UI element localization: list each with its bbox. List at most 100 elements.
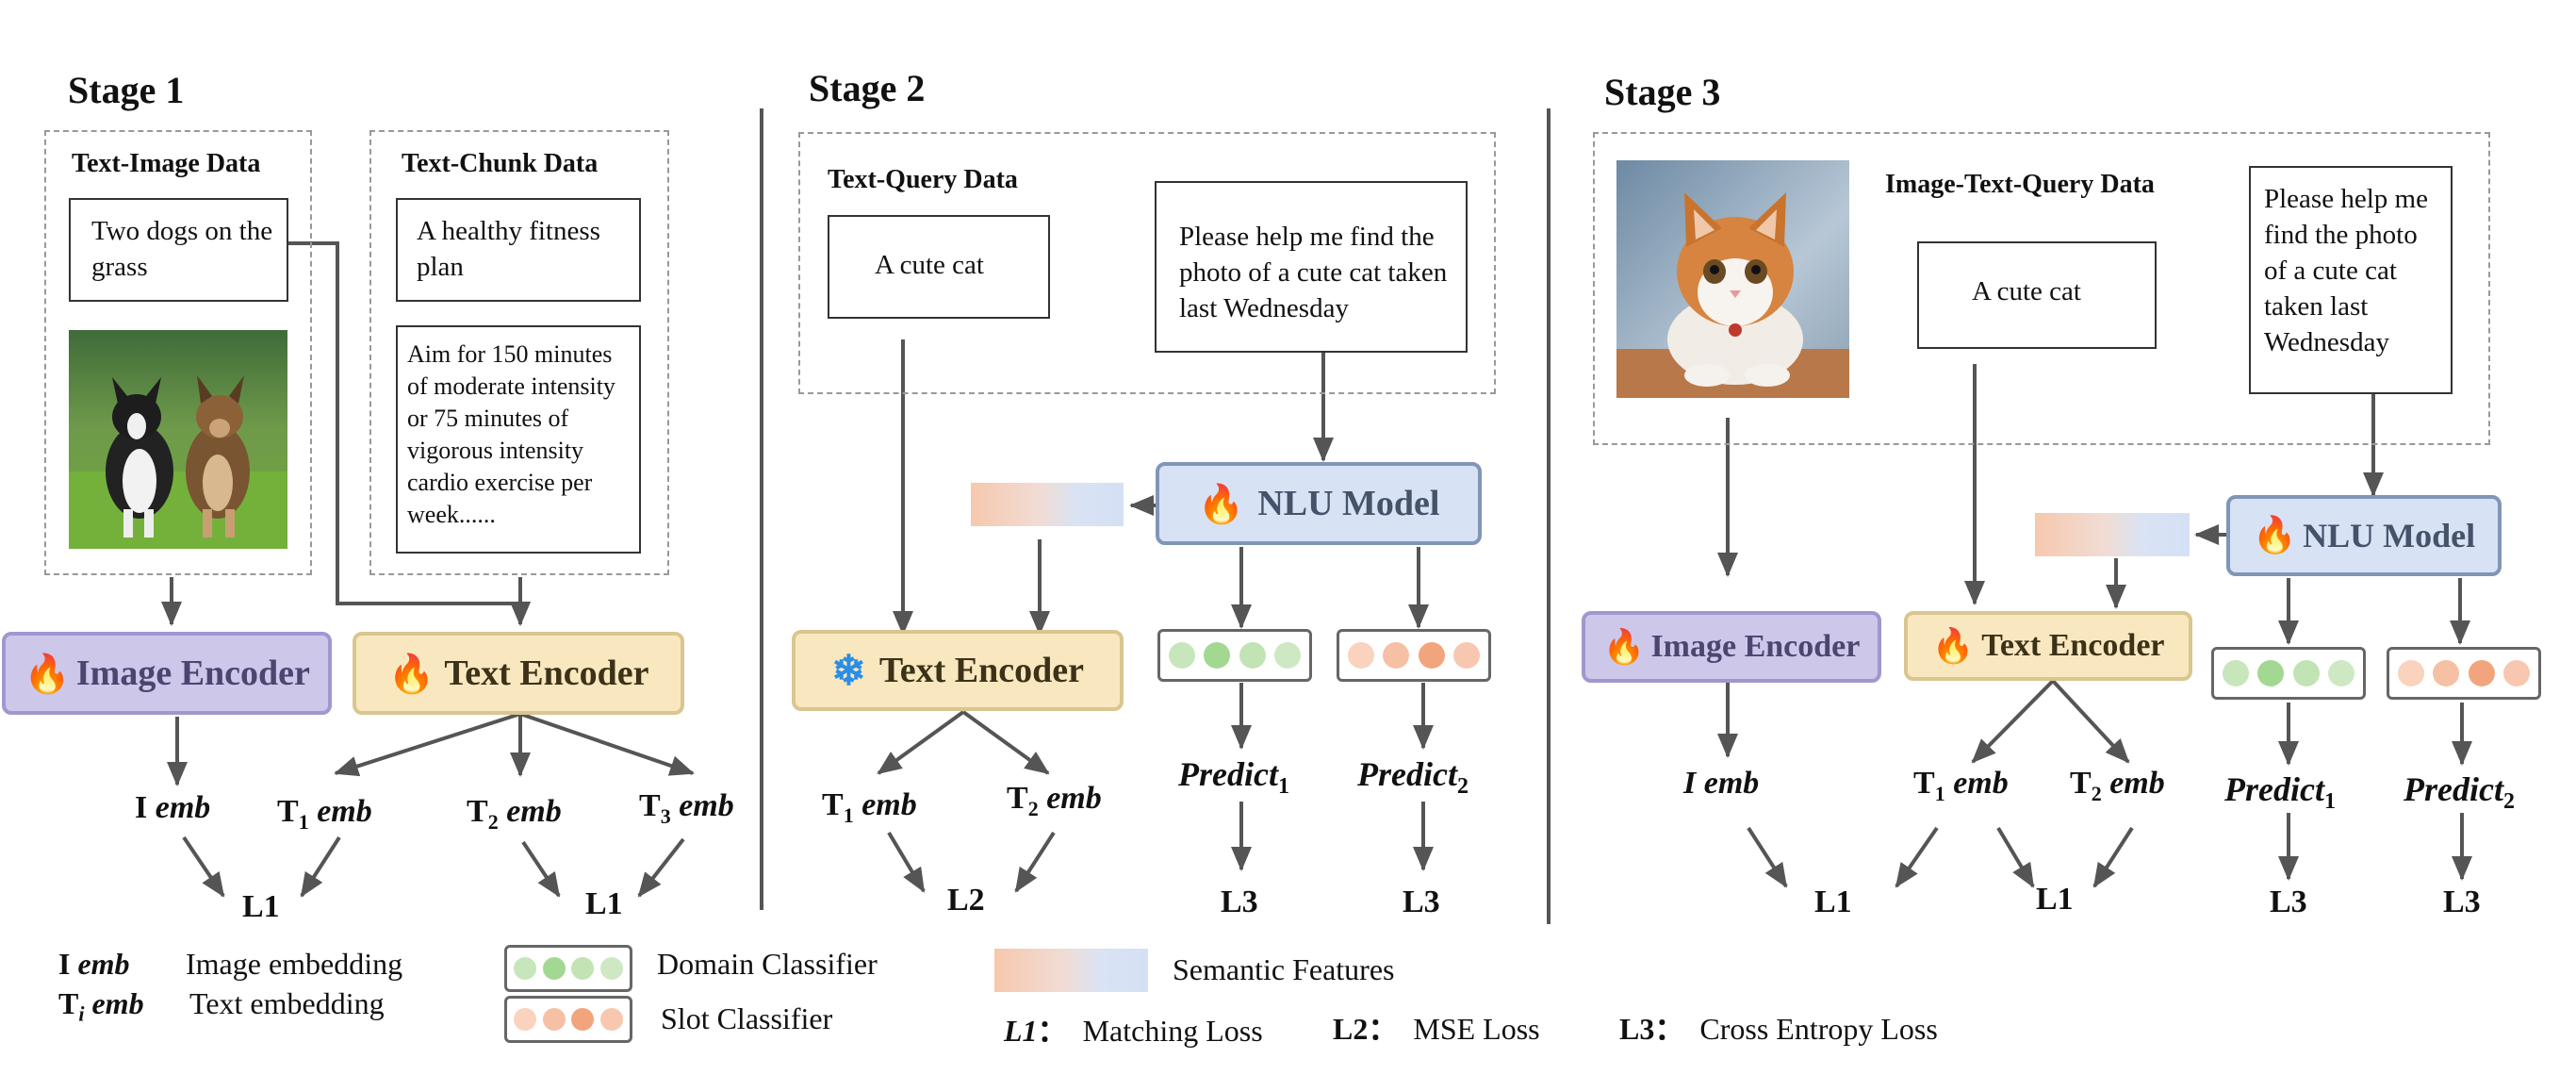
l3-loss-c: L3 (2270, 885, 2307, 919)
text-image-data-group (44, 130, 312, 575)
slot-dot (1348, 642, 1375, 669)
slot-dot (2502, 660, 2530, 686)
predict2-label-stage2: Predict2 (1357, 755, 1468, 800)
arrow-t1-to-l1-3 (1895, 826, 1939, 888)
arrow-txt-enc-to-t1 (334, 712, 521, 777)
image-encoder-stage1: 🔥 Image Encoder (2, 632, 332, 715)
legend-i-emb-key: I emb (58, 947, 130, 981)
arrow-enc-to-t2 (961, 710, 1050, 775)
arrow-t2-to-l1-3 (2092, 826, 2134, 888)
nlu-model-label: NLU Model (1257, 484, 1440, 523)
caption-text: Two dogs on the grass (91, 216, 273, 282)
chunk-title-box: A healthy fitness plan (396, 198, 641, 302)
text-encoder-label: Text Encoder (444, 653, 649, 693)
domain-dot (1239, 642, 1266, 669)
t1-emb-label-stage2: T1 emb (822, 787, 917, 827)
legend-l2: L2： MSE Loss (1333, 1012, 1540, 1046)
caption-box: Two dogs on the grass (69, 198, 288, 302)
arrow-t2-to-l2 (1014, 831, 1056, 893)
predict1-label-stage3: Predict1 (2224, 770, 2336, 815)
legend-semantic-features: Semantic Features (1173, 952, 1395, 986)
arrow-enc-to-t2-3 (2051, 679, 2130, 764)
nlu-model-stage3: 🔥 NLU Model (2226, 495, 2502, 576)
legend-domain-classifier-swatch (504, 945, 632, 992)
t2-emb-label-stage3: T2 emb (2070, 766, 2165, 805)
l3-loss-d: L3 (2443, 885, 2481, 919)
nlu-model-stage2: 🔥 NLU Model (1156, 462, 1482, 545)
query-short-box-3: A cute cat (1917, 241, 2157, 349)
t1-emb-label: T1 emb (277, 794, 372, 834)
arrow-enc-to-t1-3 (1971, 679, 2055, 764)
l3-loss-a: L3 (1221, 885, 1258, 919)
i-emb-label-stage3: I emb (1683, 766, 1760, 801)
arrow-t1-to-l2 (887, 831, 926, 893)
query-long-text: Please help me find the photo of a cute … (1179, 222, 1448, 323)
snowflake-icon: ❄ (831, 647, 866, 694)
legend-l1: L1： Matching Loss (1004, 1014, 1263, 1048)
text-image-data-title: Text-Image Data (72, 149, 261, 178)
slot-dot (1452, 642, 1480, 669)
legend-semantic-swatch (994, 949, 1148, 992)
slot-dot (600, 1008, 624, 1031)
chunk-body-box: Aim for 150 minutes of moderate intensit… (396, 325, 641, 554)
text-encoder-label: Text Encoder (878, 651, 1084, 690)
domain-dot (1169, 642, 1196, 669)
stage2-title: Stage 2 (809, 67, 926, 109)
chunk-body-text: Aim for 150 minutes of moderate intensit… (407, 340, 615, 528)
fire-icon: 🔥 (24, 652, 71, 695)
arrow-enc-to-t1 (877, 710, 965, 775)
arrow-t2emb-to-l1 (521, 840, 561, 898)
t2-emb-label: T2 emb (467, 794, 562, 834)
slot-dot (1418, 642, 1445, 669)
fire-icon: 🔥 (2252, 516, 2298, 555)
semantic-features-stage2 (971, 483, 1124, 526)
fire-icon: 🔥 (1197, 482, 1245, 525)
l1-loss-a: L1 (242, 889, 280, 924)
l1-loss-b: L1 (585, 886, 623, 921)
slot-dot (2433, 660, 2460, 686)
domain-dot (1273, 642, 1301, 669)
nlu-model-label: NLU Model (2303, 517, 2476, 554)
l1-loss-c: L1 (1814, 885, 1852, 919)
image-encoder-label: Image Encoder (1650, 629, 1861, 664)
legend-t-emb-key: Ti emb (58, 986, 144, 1026)
arrow-t1b-to-l1-3 (1996, 826, 2035, 888)
slot-dot (513, 1008, 536, 1031)
domain-dot (513, 957, 536, 980)
slot-dot (2398, 660, 2425, 686)
t3-emb-label: T3 emb (639, 788, 734, 828)
slot-dot (1383, 642, 1410, 669)
cat-photo (1616, 160, 1849, 398)
image-text-query-data-group (1593, 132, 2490, 445)
semantic-features-stage3 (2035, 513, 2190, 556)
legend-slot-classifier: Slot Classifier (661, 1001, 833, 1035)
arrow-iemb-to-l1 (182, 835, 225, 898)
legend-l3: L3： Cross Entropy Loss (1619, 1012, 1938, 1046)
slot-dot (571, 1008, 595, 1031)
image-encoder-label: Image Encoder (75, 653, 310, 693)
text-chunk-data-title: Text-Chunk Data (402, 149, 599, 178)
domain-classifier-stage2 (1157, 629, 1312, 682)
slot-classifier-stage3 (2387, 647, 2541, 700)
arrow-t1emb-to-l1 (300, 835, 341, 898)
fire-icon: 🔥 (1602, 628, 1646, 666)
domain-dot (2223, 660, 2250, 686)
l3-loss-b: L3 (1403, 885, 1440, 919)
domain-dot (600, 957, 624, 980)
legend-slot-classifier-swatch (504, 996, 632, 1043)
query-long-text-3: Please help me find the photo of a cute … (2264, 184, 2428, 357)
stage3-title: Stage 3 (1604, 71, 1721, 113)
text-encoder-stage3: 🔥 Text Encoder (1904, 611, 2192, 681)
l2-loss: L2 (947, 883, 985, 918)
slot-dot (542, 1008, 566, 1031)
text-encoder-stage1: 🔥 Text Encoder (353, 632, 684, 715)
t1-emb-label-stage3: T1 emb (1913, 766, 2009, 805)
query-short-box: A cute cat (828, 215, 1050, 319)
fire-icon: 🔥 (387, 652, 435, 695)
domain-dot (2327, 660, 2354, 686)
query-short-text: A cute cat (875, 250, 984, 280)
fire-icon: 🔥 (1931, 627, 1975, 665)
text-chunk-data-group (369, 130, 669, 575)
legend-domain-classifier: Domain Classifier (657, 947, 878, 981)
